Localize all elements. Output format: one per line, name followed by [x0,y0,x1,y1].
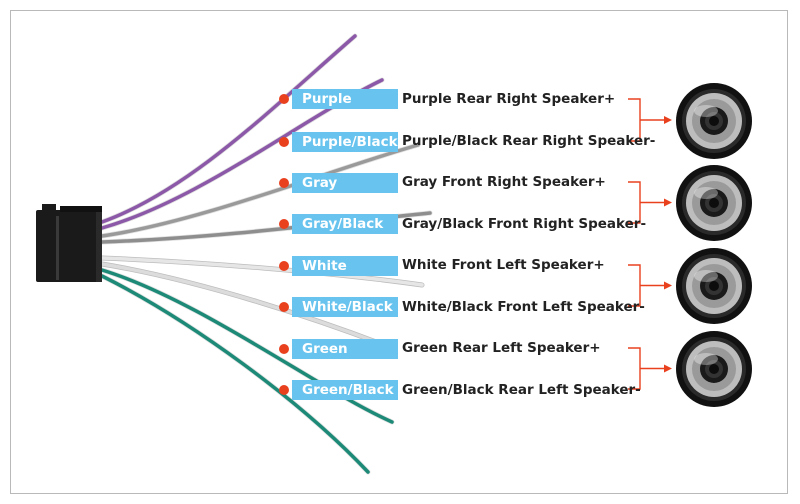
wire-description-gray-black: Gray/Black Front Right Speaker- [402,216,647,232]
wire-label-purple-black: Purple/Black [292,132,398,152]
connector-ridge [60,206,102,212]
diagram-frame [10,10,788,494]
speaker-center [709,116,719,126]
connector-face [96,212,102,282]
connector-latch [42,204,56,214]
arrow-icon [664,364,672,373]
speaker-center [709,198,719,208]
arrow-icon [664,198,672,207]
speaker-highlight [694,353,718,365]
speaker-bracket-4 [628,347,664,390]
wire-label-green-black: Green/Black [292,380,398,400]
arrow-icon [664,281,672,290]
front-right-speaker-icon [676,165,752,241]
wire-label-purple: Purple [292,89,398,109]
front-left-speaker-icon [676,248,752,324]
wire-description-white-black: White/Black Front Left Speaker- [402,299,645,315]
wire-description-purple-black: Purple/Black Rear Right Speaker- [402,133,656,149]
terminal-dot-white [279,261,289,271]
bracket-group [628,98,672,390]
wire-white [100,256,424,287]
wire-gray [100,143,420,238]
rear-left-speaker-icon [676,331,752,407]
speaker-group [676,83,752,407]
wire-description-purple: Purple Rear Right Speaker+ [402,91,616,107]
rear-right-speaker-icon [676,83,752,159]
speaker-bracket-3 [628,264,664,307]
speaker-highlight [694,270,718,282]
wire-description-green: Green Rear Left Speaker+ [402,340,601,356]
terminal-dot-purple [279,94,289,104]
wire-label-white-black: White/Black [292,297,398,317]
wire-label-white: White [292,256,398,276]
terminal-dot-gray-black [279,219,289,229]
harness-connector [36,204,102,282]
arrow-icon [664,116,672,124]
wire-label-green: Green [292,339,398,359]
wire-green-black [100,274,370,474]
wire-description-gray: Gray Front Right Speaker+ [402,174,606,190]
wire-purple [100,34,357,224]
wire-label-gray-black: Gray/Black [292,214,398,234]
terminal-dot-green-black [279,385,289,395]
connector-body [36,210,102,282]
speaker-bracket-2 [628,181,664,224]
wire-description-white: White Front Left Speaker+ [402,257,605,273]
terminal-dot-purple-black [279,137,289,147]
wire-label-gray: Gray [292,173,398,193]
speaker-center [709,364,719,374]
speaker-highlight [694,187,718,199]
terminal-dot-white-black [279,302,289,312]
connector-seam [56,216,59,280]
wire-white-black [100,262,394,350]
wire-outline-purple [99,33,358,225]
speaker-bracket-1 [628,98,664,142]
terminal-dot-gray [279,178,289,188]
wire-description-green-black: Green/Black Rear Left Speaker- [402,382,641,398]
wire-green [100,268,394,424]
speaker-highlight [694,105,718,117]
speaker-center [709,281,719,291]
terminal-dot-green [279,344,289,354]
